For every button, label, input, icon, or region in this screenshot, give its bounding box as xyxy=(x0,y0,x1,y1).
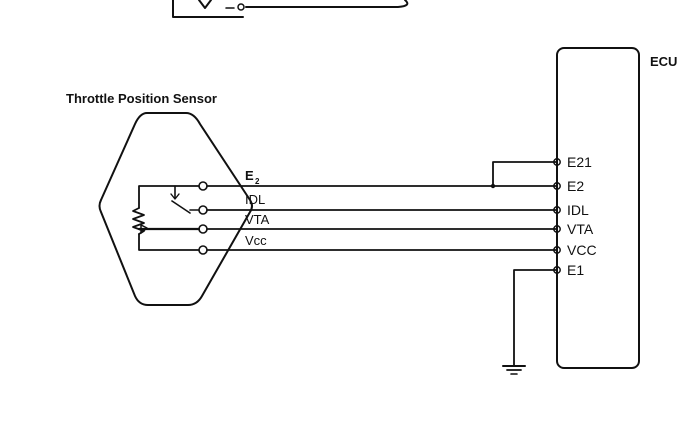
ecu-pin-e21 xyxy=(553,158,561,166)
ecu-pin-idl xyxy=(553,206,561,214)
sensor-title: Throttle Position Sensor xyxy=(66,91,217,106)
terminal-e2 xyxy=(198,181,208,191)
wire-label-e2: E xyxy=(245,168,254,183)
wire-label-vcc: Vcc xyxy=(245,233,267,248)
ground-icon xyxy=(502,365,526,375)
top-partial-component xyxy=(172,0,409,18)
ecu-pin-label-vta: VTA xyxy=(567,221,594,237)
ecu-pin-label-vcc: VCC xyxy=(567,242,597,258)
wire-label-e2-subscript: 2 xyxy=(255,177,260,186)
terminal-vcc xyxy=(198,245,208,255)
wire-label-idl: IDL xyxy=(245,192,265,207)
wire-harness xyxy=(206,161,558,366)
sensor-housing xyxy=(98,112,253,306)
ecu-pin-label-e2: E2 xyxy=(567,178,584,194)
ecu-pin-label-e21: E21 xyxy=(567,154,592,170)
terminal-vta xyxy=(198,224,208,234)
terminal-idl xyxy=(198,205,208,215)
wire-e1 xyxy=(513,269,558,366)
wire-e21-jumper xyxy=(492,161,558,187)
idle-switch-contact xyxy=(171,200,191,214)
ecu-box xyxy=(556,47,640,369)
ecu-pin-e1 xyxy=(553,266,561,274)
ecu-pin-vcc xyxy=(553,246,561,254)
ecu-title: ECU xyxy=(650,54,677,69)
ecu-pin-vta xyxy=(553,225,561,233)
ecu-pin-e2 xyxy=(553,182,561,190)
wire-label-vta: VTA xyxy=(245,212,270,227)
throttle-position-sensor xyxy=(98,112,253,306)
ecu-unit: ECU E21 E2 IDL VTA VCC E1 xyxy=(553,47,677,369)
ecu-pin-label-e1: E1 xyxy=(567,262,584,278)
ecu-pin-label-idl: IDL xyxy=(567,202,589,218)
resistor-icon xyxy=(132,207,145,235)
